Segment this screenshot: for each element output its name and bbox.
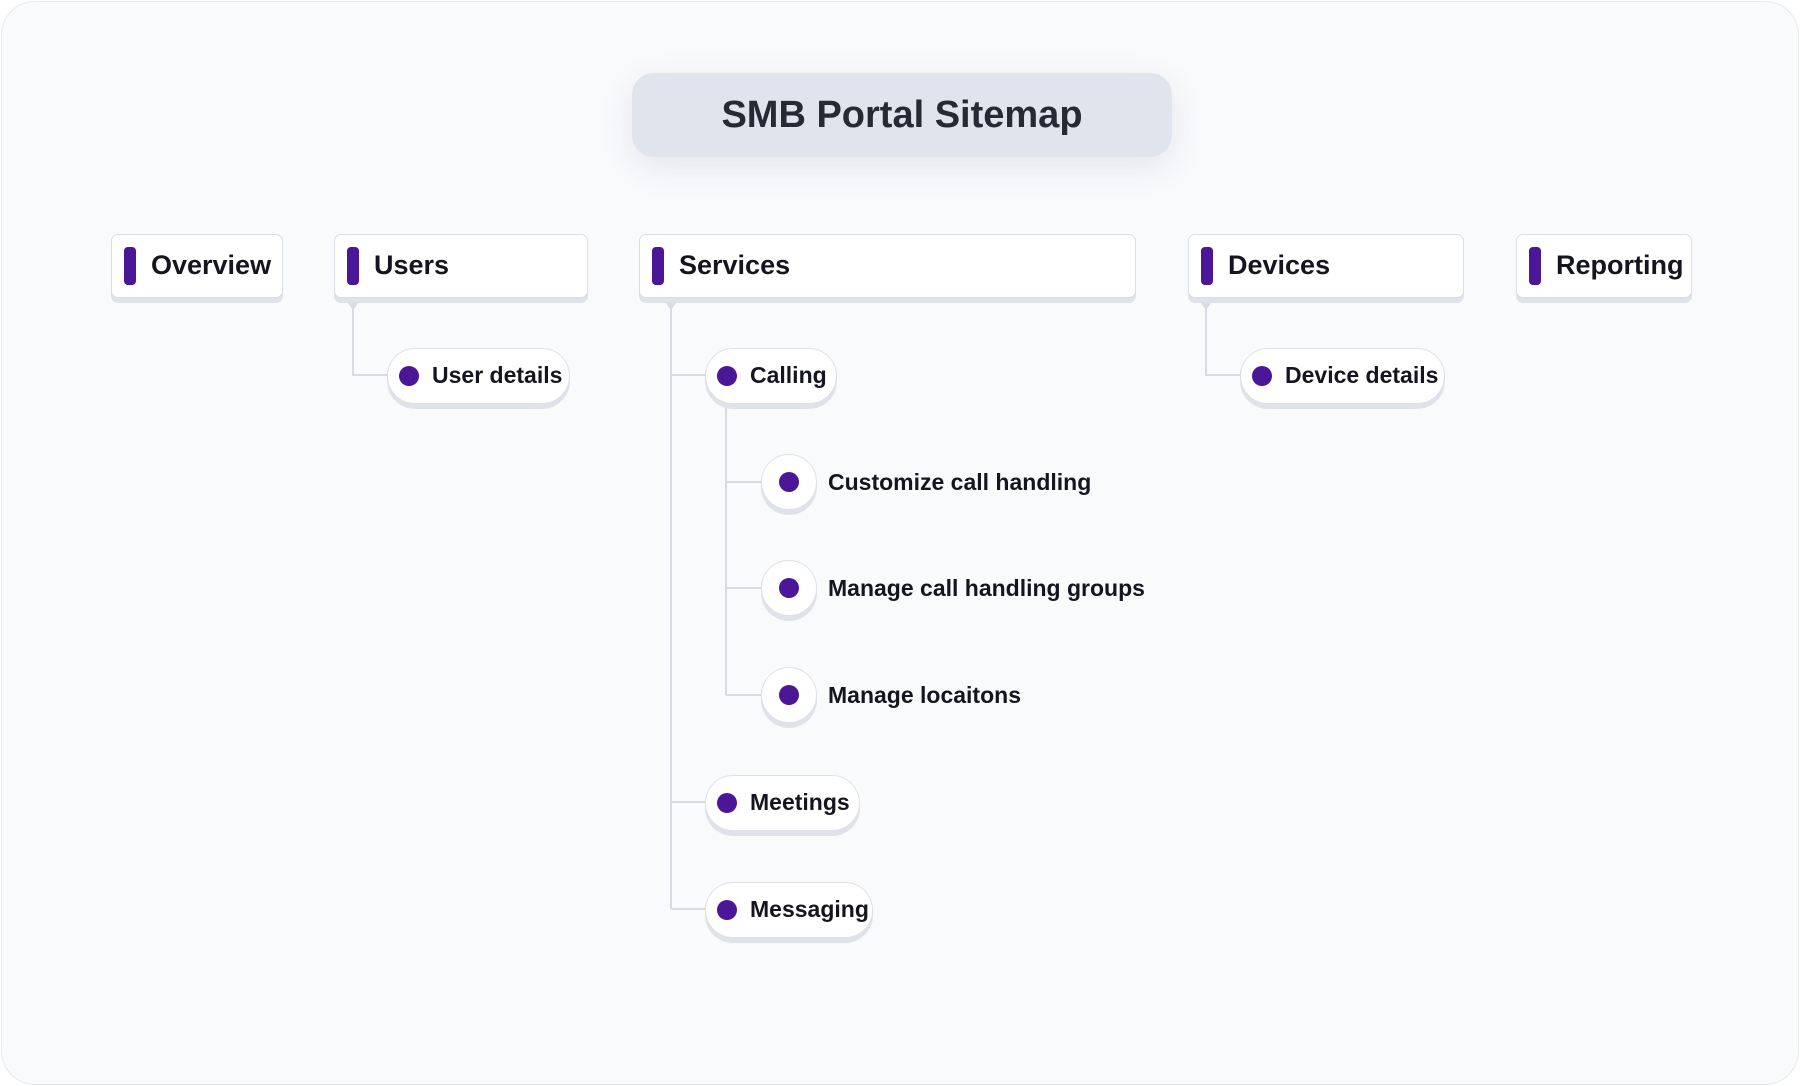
subpage-manage-locations-label[interactable]: Manage locaitons [828,682,1021,708]
subpage-customize-call-handling-label[interactable]: Customize call handling [828,469,1092,495]
section-label: Services [679,250,791,280]
section-users[interactable]: Users [334,234,588,298]
page-bullet-icon [1252,366,1272,386]
arrowhead-services [666,303,676,310]
page-label: Device details [1285,362,1439,388]
section-reporting[interactable]: Reporting [1516,234,1692,298]
page-bullet-icon [399,366,419,386]
page-bullet-icon [717,366,737,386]
page-user-details[interactable]: User details [387,348,570,404]
connector-users-user-details [352,298,387,376]
section-label: Devices [1228,250,1331,280]
section-marker-icon [652,247,664,285]
section-label: Users [374,250,450,280]
section-marker-icon [1529,247,1541,285]
subpage-customize-call-handling-node[interactable] [761,454,817,510]
arrowhead-devices [1201,303,1211,310]
page-label: Messaging [750,896,869,922]
subpage-manage-call-handling-groups-node[interactable] [761,560,817,616]
section-marker-icon [124,247,136,285]
page-meetings[interactable]: Meetings [705,775,860,831]
section-marker-icon [347,247,359,285]
section-label: Overview [151,250,272,280]
section-devices[interactable]: Devices [1188,234,1464,298]
subpage-manage-locations-node[interactable] [761,667,817,723]
page-bullet-icon [717,793,737,813]
subpage-bullet-icon [778,577,799,598]
page-bullet-icon [717,900,737,920]
sitemap-title: SMB Portal Sitemap [632,73,1172,157]
subpage-bullet-icon [778,471,799,492]
page-label: Meetings [750,789,850,815]
page-messaging[interactable]: Messaging [705,882,873,938]
arrowhead-users [348,303,358,310]
page-label: Calling [750,362,827,388]
page-label: User details [432,362,563,388]
connector-devices-device-details [1205,298,1240,376]
subpage-bullet-icon [778,684,799,705]
section-overview[interactable]: Overview [111,234,283,298]
section-marker-icon [1201,247,1213,285]
section-services[interactable]: Services [639,234,1136,298]
page-device-details[interactable]: Device details [1240,348,1445,404]
section-label: Reporting [1556,250,1684,280]
subpage-manage-call-handling-groups-label[interactable]: Manage call handling groups [828,575,1145,601]
page-calling[interactable]: Calling [705,348,837,404]
